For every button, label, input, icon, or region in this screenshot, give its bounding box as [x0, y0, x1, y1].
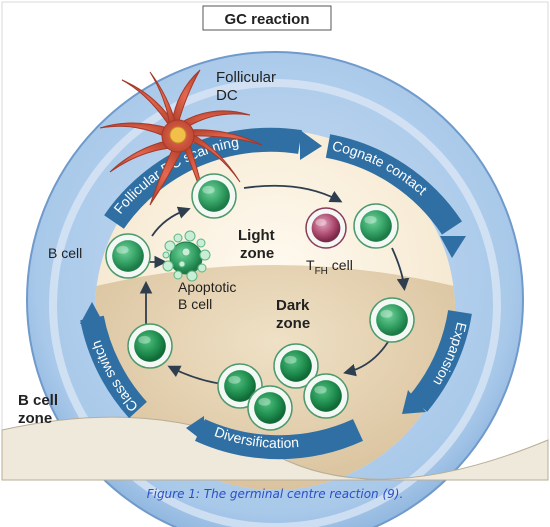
b-cell-left	[105, 233, 151, 279]
tfh-cell-icon	[305, 207, 347, 249]
figure-caption: Figure 1: The germinal centre reaction (…	[146, 487, 404, 501]
follicular-dc-label: Follicular DC	[216, 69, 280, 104]
apoptotic-b-cell-label: Apoptotic B cell	[178, 279, 240, 312]
b-cell-expansion	[369, 297, 415, 343]
b-cell-zone-label: B cell zone	[18, 392, 62, 427]
b-cell-dark-3	[303, 373, 349, 419]
b-cell-zone-ground	[1, 416, 549, 481]
b-cell-dark-1	[273, 343, 319, 389]
b-cell-class-switch	[127, 323, 173, 369]
light-zone-label: Light zone	[238, 227, 279, 262]
diagram-title: GC reaction	[224, 11, 309, 28]
b-cell-label: B cell	[48, 245, 82, 261]
title-box	[202, 5, 332, 31]
sphere-halo	[49, 79, 501, 527]
b-cell-light-top	[191, 173, 237, 219]
b-cell-cognate	[353, 203, 399, 249]
apoptotic-cell-icon	[162, 230, 211, 282]
b-cell-dark-4	[247, 385, 293, 431]
fdc-nucleus	[169, 126, 187, 144]
tfh-cell-label: TFH cell	[306, 257, 353, 277]
dark-zone-label: Dark zone	[276, 297, 314, 332]
